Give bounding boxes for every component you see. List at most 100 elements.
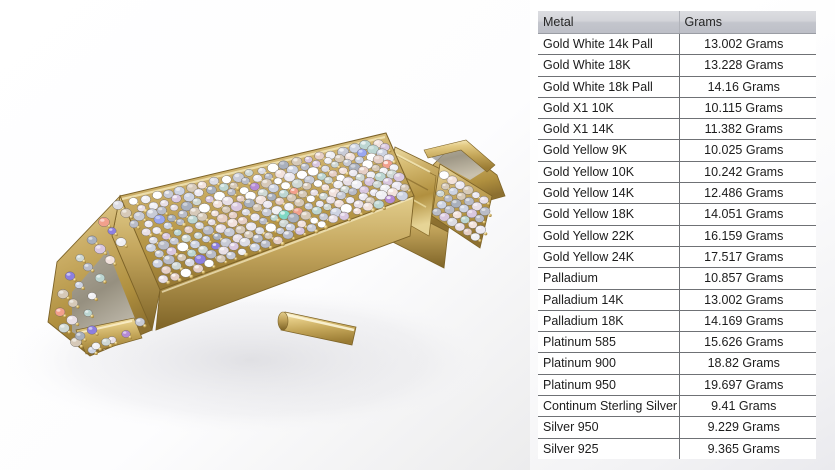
pave-stone-highlight (158, 207, 163, 211)
pave-stone-highlight (242, 209, 247, 213)
pave-stone-highlight (302, 212, 307, 216)
pave-stone-highlight (204, 226, 209, 231)
pave-stone (104, 255, 116, 265)
pave-stone (154, 249, 165, 258)
pave-stone-highlight (150, 237, 154, 241)
prong-bead (234, 257, 238, 261)
prong-bead (143, 324, 147, 328)
pave-stone-highlight (464, 186, 469, 190)
pave-stone (54, 307, 66, 317)
pave-stone-highlight (469, 221, 474, 225)
pave-stone (161, 232, 171, 240)
pave-stone-highlight (445, 195, 449, 199)
prong-bead (166, 280, 171, 285)
pave-stone-highlight (265, 174, 270, 177)
pave-stone-highlight (100, 218, 105, 222)
pave-stone-highlight (324, 204, 328, 207)
pave-stone (252, 203, 263, 212)
cell-metal: Gold Yellow 14K (538, 182, 680, 205)
pave-stone-highlight (245, 231, 250, 235)
pave-stone-highlight (456, 182, 461, 185)
pave-stone (227, 188, 236, 196)
pave-stone-highlight (464, 229, 469, 232)
pave-stone-highlight (182, 269, 187, 273)
pave-stone (152, 258, 164, 269)
pave-stone-highlight (347, 197, 351, 201)
pave-stone-highlight (69, 299, 74, 303)
prong-bead (182, 222, 187, 228)
pave-stone-highlight (354, 208, 358, 212)
pave-stone-highlight (305, 157, 309, 160)
pave-stone-highlight (66, 272, 71, 276)
cell-grams: 9.365 Grams (679, 438, 816, 459)
pave-stone-highlight (234, 173, 240, 178)
pave-stone-highlight (123, 331, 127, 334)
prong-bead (189, 274, 194, 279)
cell-grams: 10.025 Grams (679, 139, 816, 162)
pave-stone (171, 194, 182, 203)
pave-stone-highlight (72, 338, 77, 342)
prong-bead (67, 330, 72, 335)
pave-stone-highlight (433, 209, 438, 212)
prong-bead (314, 229, 319, 234)
pave-stone-highlight (171, 238, 175, 242)
pave-stone-highlight (262, 179, 268, 184)
pave-stone (221, 205, 231, 214)
pave-stone-highlight (465, 198, 470, 202)
pave-stone-highlight (185, 226, 190, 230)
column-header-metal[interactable]: Metal (538, 11, 680, 34)
pave-stone (64, 271, 76, 281)
pave-stone-highlight (289, 214, 295, 218)
pave-stone-highlight (193, 198, 198, 202)
pave-stone-highlight (196, 255, 202, 260)
pave-stone (454, 222, 466, 232)
pave-stone (257, 167, 267, 175)
pave-stone-highlight (245, 170, 250, 173)
pave-stone (173, 186, 186, 196)
pave-stone-highlight (147, 244, 152, 248)
pave-stone (215, 254, 227, 264)
pave-stone-highlight (285, 203, 290, 207)
pave-stone (196, 212, 208, 222)
pave-stone (228, 211, 238, 220)
cell-metal: Gold Yellow 9K (538, 139, 680, 162)
pave-stone (238, 237, 251, 247)
pave-stone-highlight (220, 184, 225, 188)
pave-stone (177, 209, 188, 219)
pave-stone (336, 191, 347, 200)
pave-stone (263, 231, 274, 240)
pave-stone (176, 242, 189, 252)
pave-stone (133, 211, 146, 222)
column-header-grams[interactable]: Grams (679, 11, 816, 34)
pave-stone-highlight (212, 211, 216, 214)
pave-stone-highlight (388, 170, 393, 175)
pave-stone (356, 148, 368, 158)
pave-stone-highlight (274, 237, 279, 241)
pave-stone-highlight (359, 167, 365, 171)
pave-stone (286, 193, 297, 203)
pave-stone-highlight (315, 152, 321, 156)
pave-stone-highlight (335, 200, 340, 204)
pave-stone-highlight (256, 227, 261, 231)
prong-bead (324, 225, 329, 230)
